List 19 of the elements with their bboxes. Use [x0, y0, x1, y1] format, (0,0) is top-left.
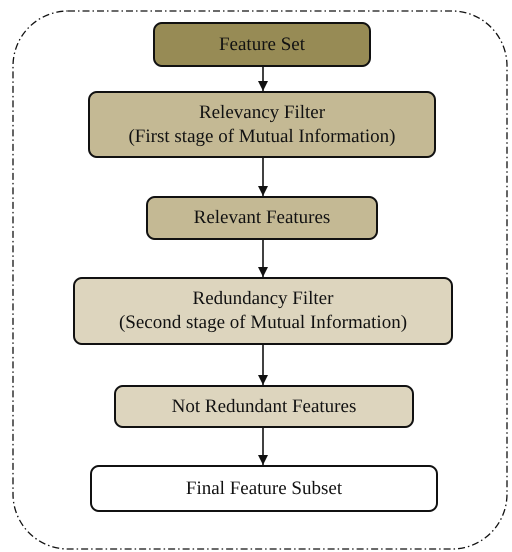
arrow: [258, 428, 268, 465]
process-box: [88, 91, 436, 158]
arrow: [258, 67, 268, 91]
process-box: [153, 22, 371, 67]
box-subtitle: (First stage of Mutual Information): [128, 124, 396, 148]
process-box: [73, 277, 453, 345]
process-box: [146, 196, 378, 240]
box-title: Relevancy Filter: [198, 100, 326, 124]
box-title: Redundancy Filter: [192, 287, 334, 311]
arrow: [258, 158, 268, 196]
box-title: Feature Set: [218, 32, 305, 56]
box-title: Relevant Features: [194, 206, 330, 230]
arrow: [258, 240, 268, 277]
process-box: [90, 465, 438, 512]
box-title: Not Redundant Features: [172, 394, 356, 418]
process-box: [114, 385, 414, 428]
box-subtitle: (Second stage of Mutual Information): [118, 311, 408, 335]
arrow: [258, 345, 268, 385]
box-title: Final Feature Subset: [186, 476, 342, 500]
